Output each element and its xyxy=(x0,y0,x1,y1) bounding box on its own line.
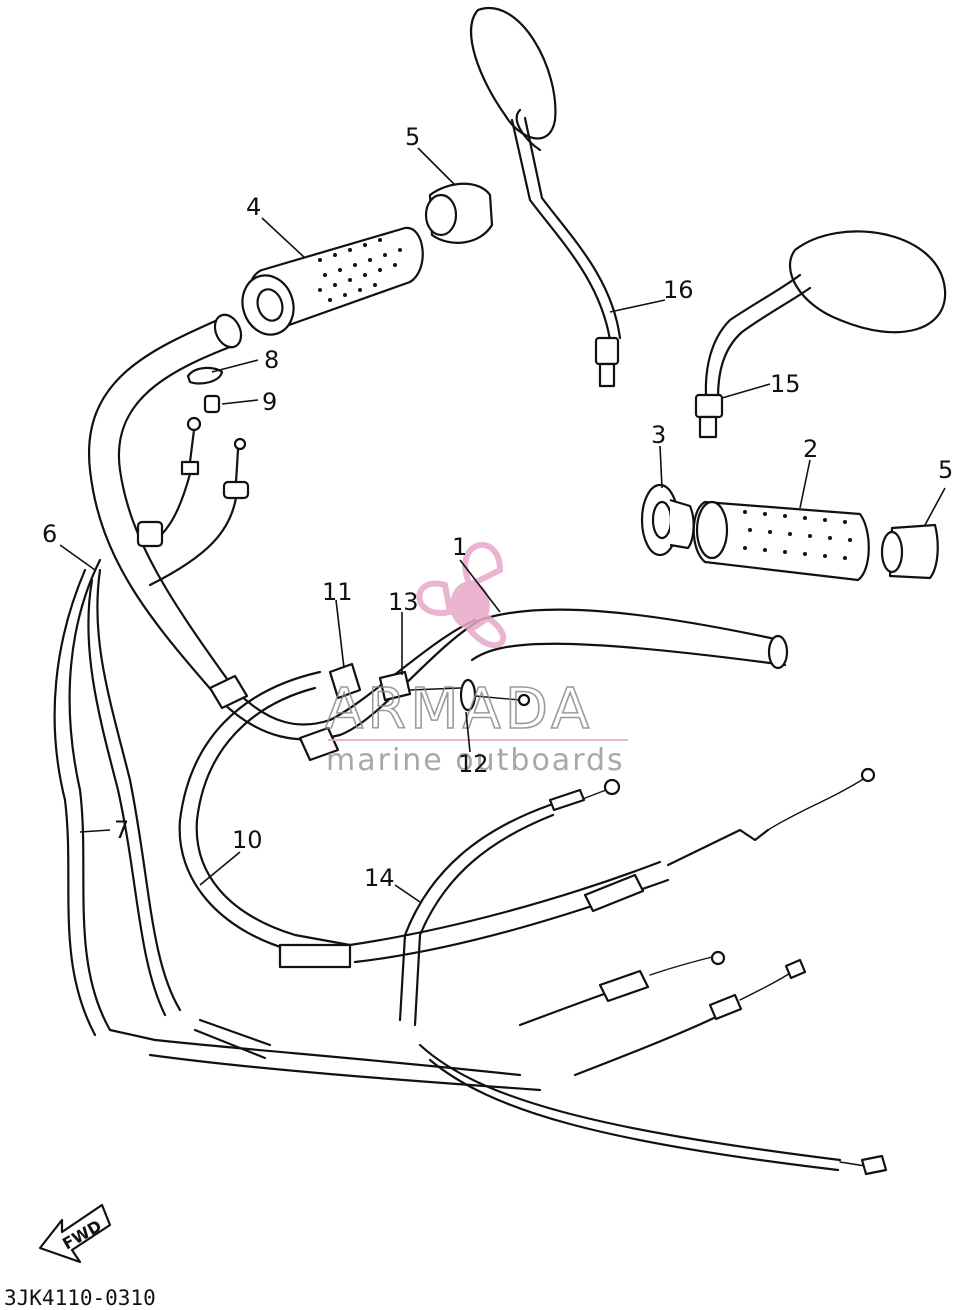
diagram-code: 3JK4110-0310 xyxy=(4,1286,156,1310)
callout-11: 11 xyxy=(322,578,353,606)
left-grip xyxy=(241,226,424,336)
callout-3: 3 xyxy=(651,421,666,449)
clutch-cable xyxy=(398,778,621,1027)
callout-5-left: 5 xyxy=(405,123,420,151)
callout-5-right: 5 xyxy=(938,456,953,484)
callout-13: 13 xyxy=(388,588,419,616)
left-cables xyxy=(136,416,250,587)
callout-6: 6 xyxy=(42,520,57,548)
callout-16: 16 xyxy=(663,276,694,304)
callout-15: 15 xyxy=(770,370,801,398)
screw xyxy=(203,394,221,414)
grip-collar xyxy=(640,483,695,557)
callout-10: 10 xyxy=(232,826,263,854)
left-mirror xyxy=(470,7,622,388)
right-grip xyxy=(692,500,870,582)
callout-8: 8 xyxy=(264,346,279,374)
armada-watermark: ARMADA marine outboards xyxy=(324,541,628,778)
callout-12: 12 xyxy=(458,750,489,778)
handlebar xyxy=(87,313,789,762)
callout-9: 9 xyxy=(262,388,277,416)
left-grip-end xyxy=(424,182,494,244)
leader-lines xyxy=(59,147,946,903)
watermark-tagline: marine outboards xyxy=(326,743,625,778)
callout-2: 2 xyxy=(803,435,818,463)
throttle-cables xyxy=(178,670,876,969)
right-mirror xyxy=(694,230,947,439)
callout-7: 7 xyxy=(114,816,129,844)
fwd-arrow: FWD xyxy=(38,1203,112,1264)
callout-1: 1 xyxy=(452,533,467,561)
right-grip-end xyxy=(880,523,939,580)
lower-cables xyxy=(418,950,888,1176)
callout-14: 14 xyxy=(364,864,395,892)
propeller-logo xyxy=(416,541,507,649)
watermark-brand: ARMADA xyxy=(325,677,593,742)
cable-adjuster xyxy=(328,662,531,712)
callout-4: 4 xyxy=(246,193,261,221)
callouts: 1 2 3 4 5 5 6 7 8 9 10 11 12 13 14 15 16 xyxy=(42,123,953,892)
